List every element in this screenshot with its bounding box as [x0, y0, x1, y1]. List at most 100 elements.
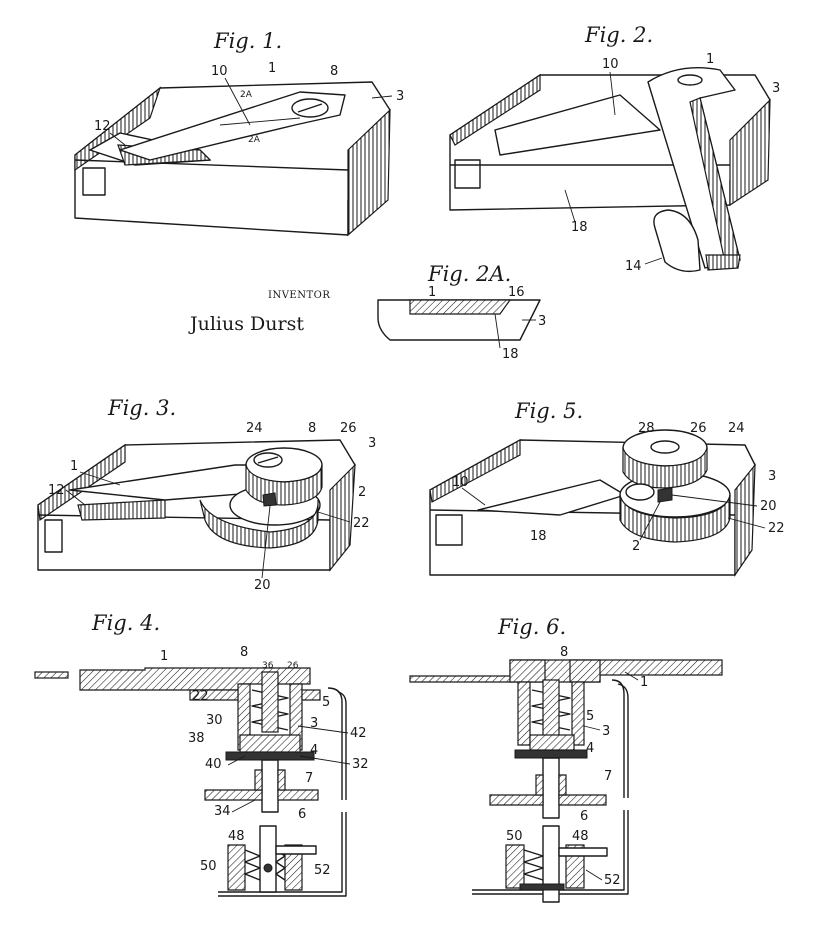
fig6-leader-1 [624, 671, 639, 681]
fig2a-ref-1: 1 [428, 285, 436, 300]
fig3-leader-1 [79, 471, 121, 486]
fig4-bracket-boss-r [277, 769, 286, 791]
fig5-ref-22: 22 [768, 521, 785, 536]
fig6-bracket-boss-r [558, 774, 567, 796]
fig4-leader-34 [231, 799, 256, 813]
fig2-slot [454, 159, 481, 189]
fig2-ref-14: 14 [625, 259, 642, 274]
fig6-side-wall [611, 679, 625, 798]
fig1-ref-2a-bottom: 2A [248, 135, 261, 145]
fig1-ref-8: 8 [330, 64, 338, 79]
fig4-ref-36: 36 [262, 661, 274, 671]
fig4-bracket-boss-l [254, 769, 263, 791]
fig6-leader-52 [585, 869, 603, 881]
fig5-ref-2: 2 [632, 539, 640, 554]
figure-4: Fig. 4. 1 8 36 [34, 611, 369, 897]
fig6-coil-winding-l [523, 849, 544, 881]
fig2a-ref-3: 3 [538, 314, 546, 329]
fig4-ref-30: 30 [206, 713, 223, 728]
figure-2a-title: Fig. 2A. [427, 262, 511, 286]
fig5-lower-disc-side [619, 494, 731, 543]
fig4-ref-34: 34 [214, 804, 231, 819]
fig6-side-wall-lower-inner [472, 810, 629, 895]
fig4-ref-40: 40 [205, 757, 222, 772]
fig4-ref-7: 7 [305, 771, 313, 786]
figure-4-title: Fig. 4. [91, 611, 160, 635]
fig6-ref-7: 7 [604, 769, 612, 784]
fig5-latch-pin [657, 487, 673, 503]
fig6-coil-base-bar [519, 883, 565, 891]
fig3-ref-2: 2 [358, 485, 366, 500]
fig1-lever-arm [119, 91, 346, 161]
fig2-leader-14 [644, 257, 663, 265]
fig4-ref-4: 4 [310, 743, 318, 758]
fig4-coil-right [284, 844, 303, 891]
figure-3-title: Fig. 3. [107, 396, 176, 420]
figure-2-title: Fig. 2. [584, 23, 653, 47]
fig3-lower-disc-side [199, 499, 319, 549]
fig3-block-side [329, 463, 356, 572]
fig1-screw-slot [297, 103, 323, 113]
fig6-hub-top [509, 659, 546, 683]
fig1-leader-12 [109, 132, 126, 146]
fig4-ref-22: 22 [192, 689, 209, 704]
fig4-coil-winding-l [244, 849, 261, 881]
fig6-ref-6: 6 [580, 809, 588, 824]
fig1-leader-10 [224, 77, 251, 126]
fig5-leader-22 [727, 517, 766, 529]
fig6-ref-3: 3 [602, 724, 610, 739]
fig6-ref-1: 1 [640, 675, 648, 690]
fig3-ref-3: 3 [368, 436, 376, 451]
fig5-ref-20: 20 [760, 499, 777, 514]
fig6-ref-52: 52 [604, 873, 621, 888]
fig3-ref-12: 12 [48, 483, 65, 498]
fig4-bracket-right [277, 789, 319, 801]
fig6-bracket-left [489, 794, 544, 806]
fig5-block-back-shade [429, 438, 521, 503]
fig2-block-back-shade [449, 73, 541, 146]
fig3-ref-24: 24 [246, 421, 263, 436]
fig3-ref-22: 22 [353, 516, 370, 531]
fig4-lower-shaft [259, 825, 277, 893]
fig5-collar-bore [650, 440, 680, 454]
fig4-ref-38: 38 [188, 731, 205, 746]
fig3-leader-22 [317, 511, 351, 523]
figure-2: Fig. 2. 1 10 3 18 14 [449, 23, 780, 274]
figure-1: Fig. 1. 1 8 10 2A 2A 12 3 [74, 29, 404, 237]
fig6-leader-3 [583, 725, 601, 731]
fig4-bracket-left [204, 789, 263, 801]
fig5-ref-26: 26 [690, 421, 707, 436]
fig6-stop-plate [514, 749, 588, 759]
fig3-leader-12 [65, 489, 86, 506]
fig1-ref-2a-top: 2A [240, 90, 253, 100]
fig4-coil-winding-r [275, 849, 286, 881]
fig5-leader-10 [461, 487, 486, 506]
fig2-ref-3: 3 [772, 81, 780, 96]
fig5-slot [435, 514, 463, 546]
fig2-ref-10: 10 [602, 57, 619, 72]
fig1-ref-12: 12 [94, 119, 111, 134]
fig3-jaw-teeth [77, 499, 166, 521]
fig3-ref-8: 8 [308, 421, 316, 436]
fig6-ref-4: 4 [586, 741, 594, 756]
fig3-leader-20 [261, 505, 271, 579]
fig5-ref-18: 18 [530, 529, 547, 544]
fig4-ref-26: 26 [287, 661, 299, 671]
fig5-block-side [734, 463, 756, 577]
fig2-leader-10 [609, 71, 616, 116]
fig1-ref-10: 10 [211, 64, 228, 79]
fig4-leader-32 [299, 755, 351, 765]
fig4-coil-left [227, 844, 246, 891]
figure-5-title: Fig. 5. [514, 399, 583, 423]
figure-3: Fig. 3. 24 8 26 3 1 12 2 22 20 [37, 396, 376, 593]
fig6-housing-left [517, 681, 531, 746]
figure-5: Fig. 5. 28 26 24 10 3 20 22 18 2 [429, 399, 785, 577]
fig3-slot [44, 519, 63, 553]
fig3-ref-1: 1 [70, 459, 78, 474]
fig6-top-plate [409, 659, 723, 683]
fig2-block-side [729, 98, 771, 207]
fig6-side-wall-inner [617, 683, 629, 798]
fig1-ref-3: 3 [396, 89, 404, 104]
fig3-screw-slot [257, 456, 279, 464]
fig2-ref-1: 1 [706, 52, 714, 67]
